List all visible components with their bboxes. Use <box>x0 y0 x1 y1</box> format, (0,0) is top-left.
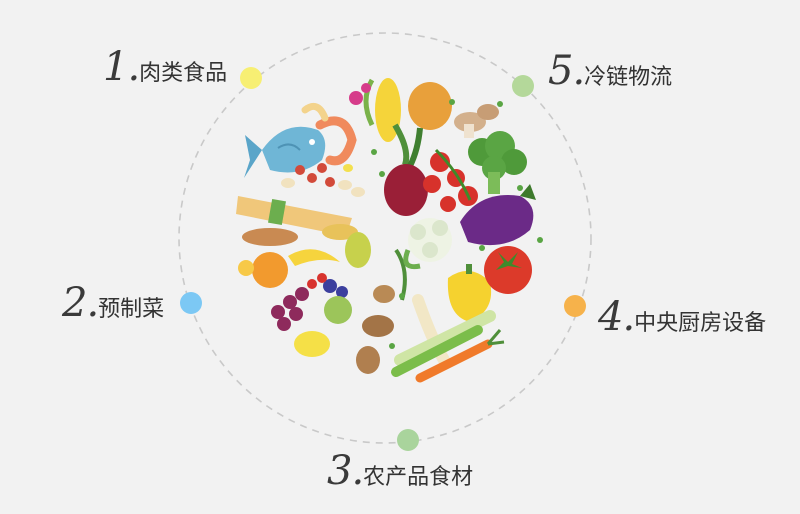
category-text-4: 中央厨房设备 <box>634 311 767 336</box>
category-number-5: 5. <box>548 48 585 94</box>
mushroom-icon <box>454 104 499 138</box>
cauliflower-icon <box>403 218 452 270</box>
vegetables-icon <box>391 294 505 383</box>
category-label-4: 4. 中央厨房设备 <box>598 294 766 340</box>
category-number-2: 2. <box>62 280 99 326</box>
corn-icon <box>349 78 401 142</box>
potato-icon <box>356 248 407 374</box>
node-3-green-dot <box>397 429 419 451</box>
peas-icon <box>371 99 543 349</box>
pepper-icon <box>447 264 492 322</box>
category-label-2: 2. 预制菜 <box>62 280 164 326</box>
node-5-light-green-dot <box>512 75 534 97</box>
tomato-icon <box>484 246 532 294</box>
category-text-5: 冷链物流 <box>584 65 673 90</box>
category-label-3: 3. 农产品食材 <box>327 448 473 494</box>
beans-icon <box>281 163 365 197</box>
category-label-1: 1. 肉类食品 <box>103 44 227 90</box>
category-text-3: 农产品食材 <box>363 465 474 490</box>
category-text-1: 肉类食品 <box>139 61 228 86</box>
broccoli-icon <box>468 131 527 194</box>
fruit-icon <box>238 232 371 357</box>
node-2-blue-dot <box>180 292 202 314</box>
category-text-2: 预制菜 <box>98 297 165 322</box>
category-number-3: 3. <box>327 448 364 494</box>
orbit-ring <box>178 32 592 444</box>
pasta-icon <box>236 196 358 246</box>
food-plate-illustration <box>236 78 543 383</box>
eggplant-icon <box>460 184 536 246</box>
onion-icon <box>408 82 452 130</box>
category-label-5: 5. 冷链物流 <box>548 48 672 94</box>
category-number-4: 4. <box>598 294 635 340</box>
beet-icon <box>384 123 428 216</box>
shrimp-icon <box>301 102 357 166</box>
tomato-vine-icon <box>423 148 478 212</box>
fish-icon <box>244 126 326 178</box>
node-1-yellow-dot <box>240 67 262 89</box>
node-4-orange-dot <box>564 295 586 317</box>
category-number-1: 1. <box>103 44 140 90</box>
